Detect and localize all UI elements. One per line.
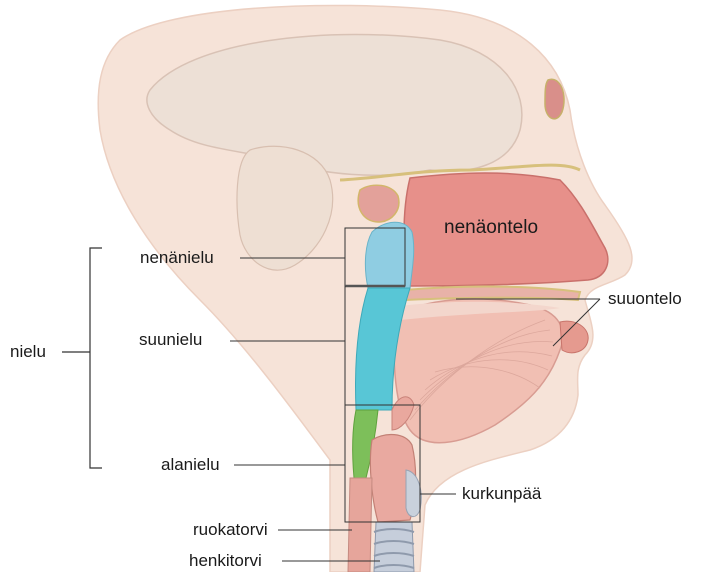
label-henkitorvi: henkitorvi xyxy=(189,551,262,571)
label-nielu: nielu xyxy=(10,342,46,362)
label-suuontelo: suuontelo xyxy=(608,289,682,309)
nielu-bracket xyxy=(90,248,102,468)
hard-palate xyxy=(405,287,580,301)
label-nenanielu: nenänielu xyxy=(140,248,214,268)
label-suunielu: suunielu xyxy=(139,330,202,350)
label-kurkunpaa: kurkunpää xyxy=(462,484,541,504)
label-alanielu: alanielu xyxy=(161,455,220,475)
label-nenaontelo: nenäontelo xyxy=(444,218,538,238)
esophagus xyxy=(348,478,372,572)
label-ruokatorvi: ruokatorvi xyxy=(193,520,268,540)
frontal-sinus xyxy=(545,79,564,119)
nasopharynx-region xyxy=(365,222,413,288)
trachea xyxy=(374,522,414,572)
sphenoid-sinus xyxy=(358,185,399,222)
